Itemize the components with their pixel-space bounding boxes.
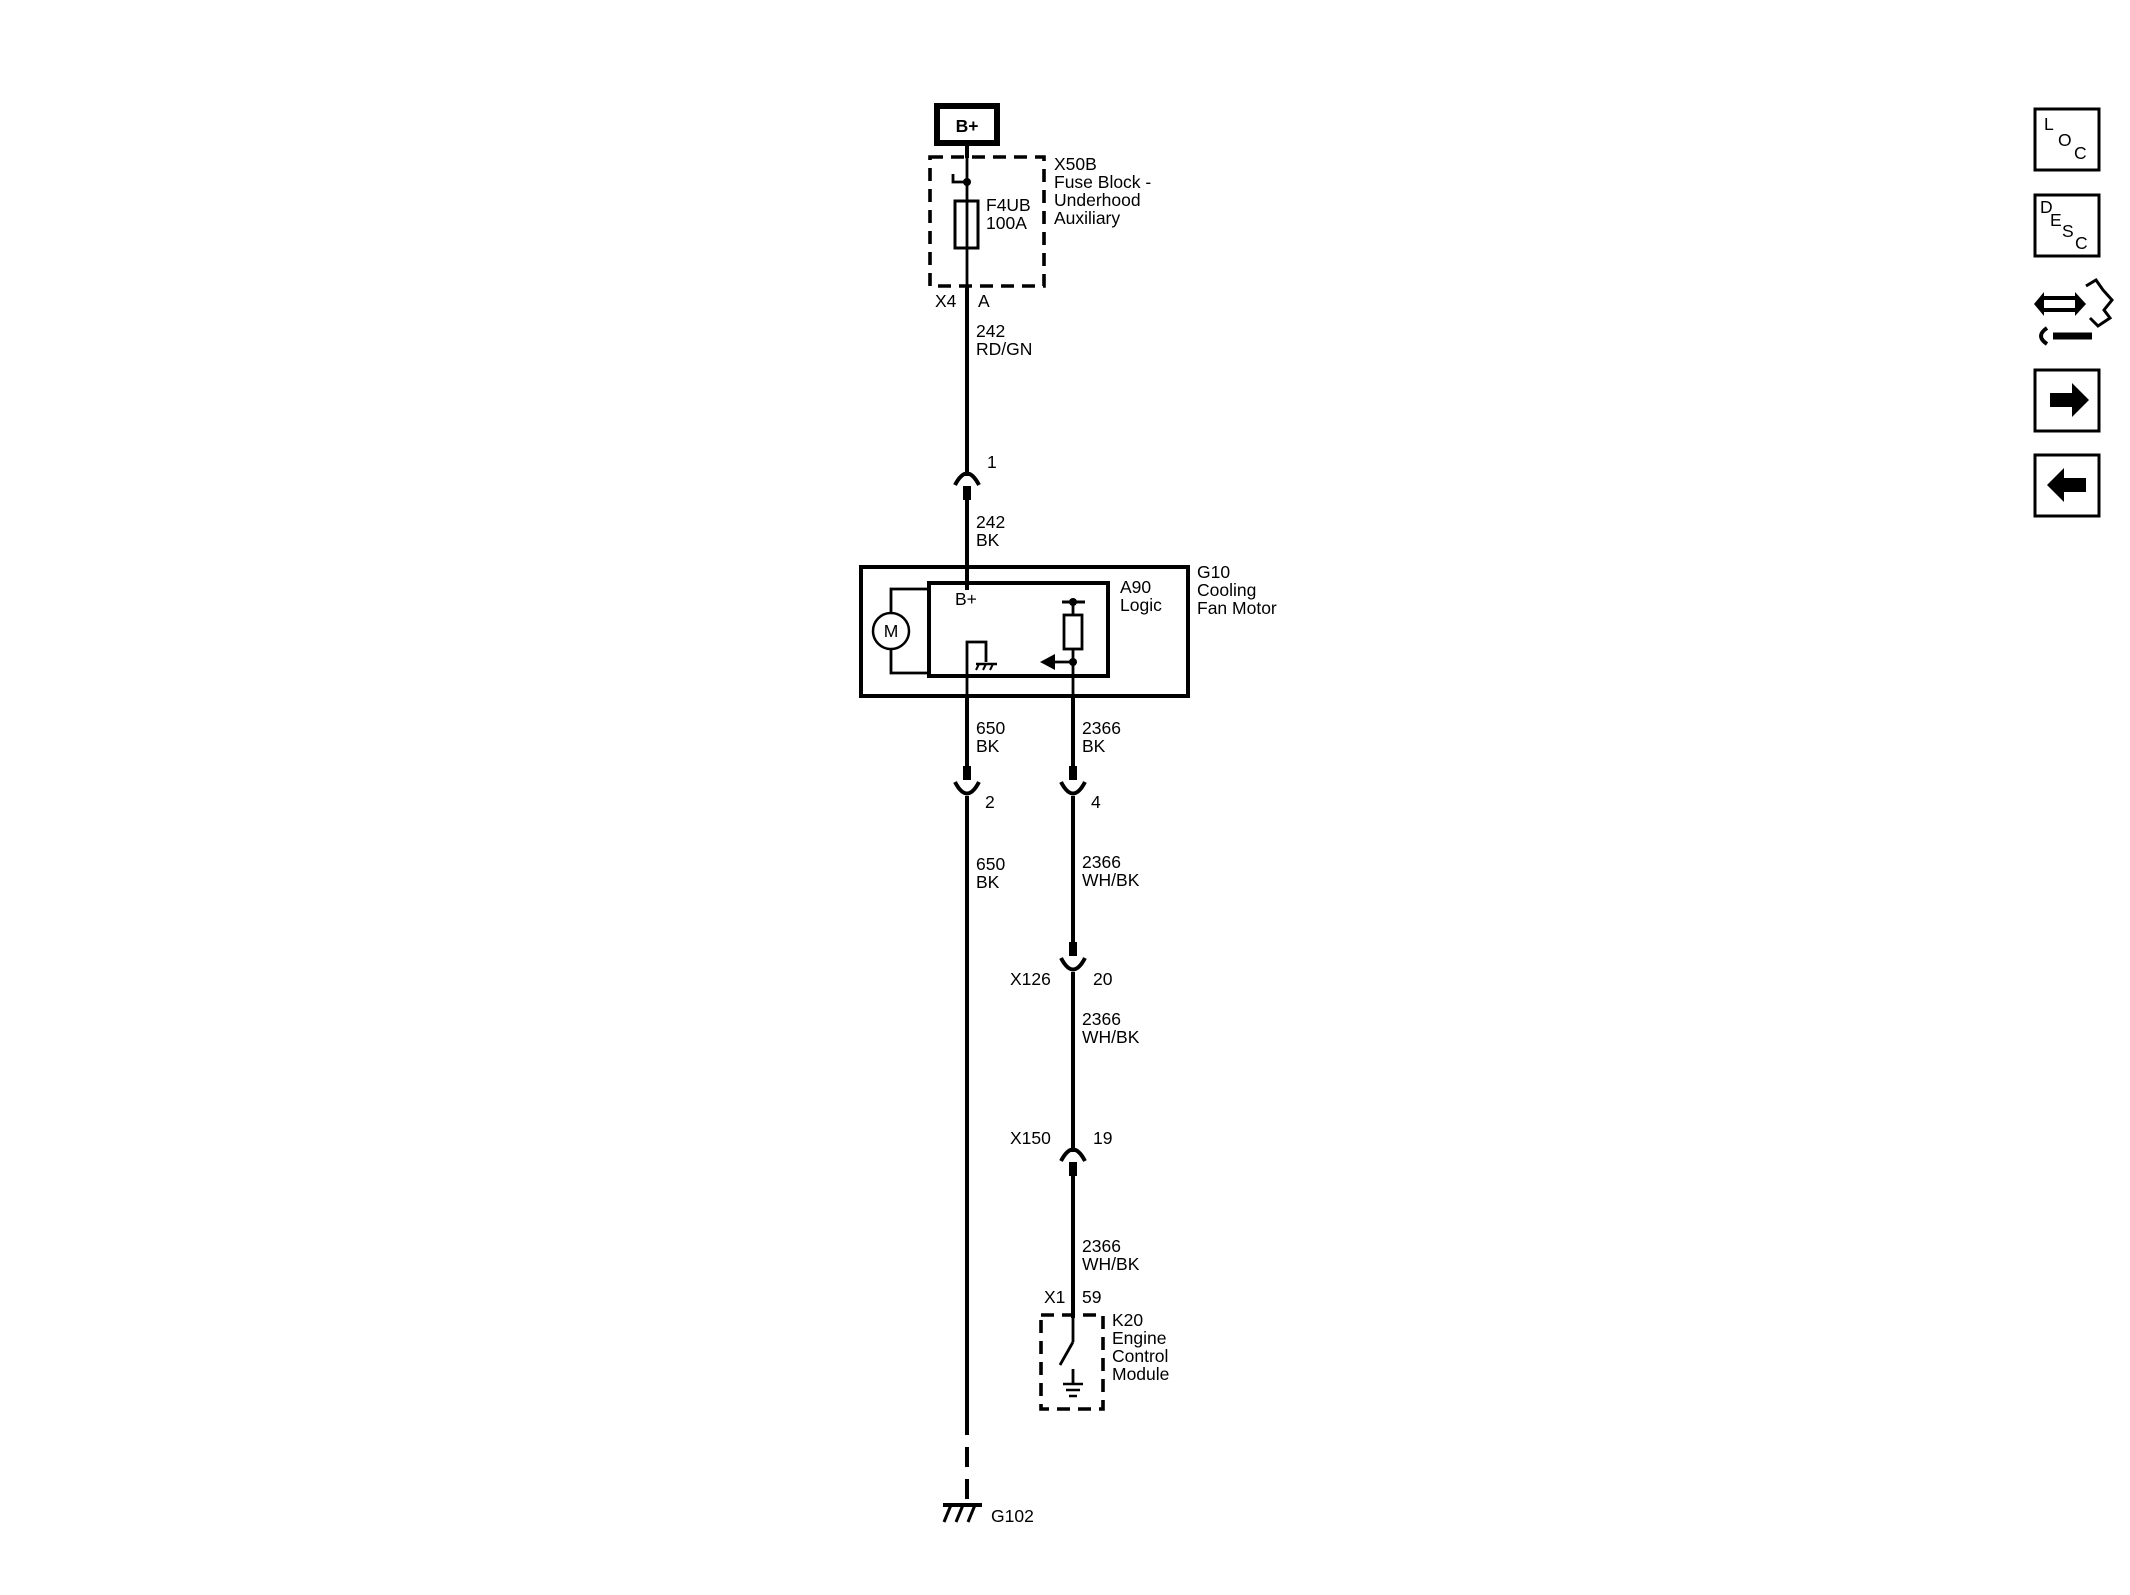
desc-letter-d: D — [2040, 197, 2053, 217]
wire-650-bk-lower-circuit: 650 — [976, 854, 1005, 874]
fan-motor-outline — [859, 565, 1190, 698]
wire-2366-bk-circuit: 2366 — [1082, 718, 1121, 738]
logic-ground-icon — [975, 662, 997, 671]
logic-box-a90 — [927, 581, 1110, 678]
connector-service-icon — [2034, 277, 2114, 346]
wire-242-rdgn-color: RD/GN — [976, 339, 1032, 359]
fan-motor-name-1: Cooling — [1197, 580, 1256, 600]
ecm-connector: X1 — [1044, 1287, 1065, 1307]
next-arrow-icon — [2050, 383, 2089, 417]
logic-supply-label: B+ — [955, 589, 977, 609]
motor-connector-pin-2: 2 — [953, 766, 995, 812]
fuse-block-name-3: Auxiliary — [1054, 208, 1120, 228]
fuse-block-pin: A — [978, 291, 990, 311]
ground-g102: G102 — [942, 1503, 1034, 1526]
fuse-stub — [951, 174, 967, 184]
loc-letter-l: L — [2044, 114, 2054, 134]
wire-2366-whbk-1-circuit: 2366 — [1082, 852, 1121, 872]
input-arrow-icon — [1040, 654, 1055, 670]
motor-connector-pin-1: 1 — [953, 452, 997, 500]
loc-letter-o: O — [2058, 130, 2072, 150]
fuse-id: F4UB — [986, 195, 1031, 215]
pin-4-label: 4 — [1091, 792, 1101, 812]
x150-pin: 19 — [1093, 1128, 1112, 1148]
ecm-ground-icon — [1063, 1382, 1083, 1398]
wire-650-bk-lower-color: BK — [976, 872, 1000, 892]
fuse-rating: 100A — [986, 213, 1027, 233]
previous-arrow-icon — [2047, 468, 2086, 502]
motor-connector-pin-4: 4 — [1059, 766, 1101, 812]
ground-label: G102 — [991, 1506, 1034, 1526]
fuse-block-name-1: Fuse Block - — [1054, 172, 1151, 192]
ecm-pin: 59 — [1082, 1287, 1101, 1307]
inline-connector-x150: X150 19 — [1010, 1128, 1112, 1176]
wire-2366-whbk-3-circuit: 2366 — [1082, 1236, 1121, 1256]
motor-feed — [889, 587, 929, 613]
desc-button[interactable]: D E S C — [2033, 193, 2101, 258]
wire-242-bk-color: BK — [976, 530, 1000, 550]
fuse-block-connector: X4 — [935, 291, 957, 311]
battery-label: B+ — [956, 116, 979, 136]
wire-2366-whbk-2-circuit: 2366 — [1082, 1009, 1121, 1029]
engine-control-module-k20: X1 59 K20 Engine Control Module — [1039, 1287, 1169, 1411]
ecm-name-2: Control — [1112, 1346, 1168, 1366]
pullup-resistor — [1062, 613, 1084, 651]
inline-connector-x126: X126 20 — [1010, 942, 1113, 989]
pin-1-label: 1 — [987, 452, 997, 472]
wire-2366-whbk-3-color: WH/BK — [1082, 1254, 1140, 1274]
loc-letter-c: C — [2074, 143, 2087, 163]
fuse-block-id: X50B — [1054, 154, 1097, 174]
x126-id: X126 — [1010, 969, 1051, 989]
wire-2366-whbk-1-color: WH/BK — [1082, 870, 1140, 890]
previous-page-button[interactable] — [2033, 453, 2101, 518]
wire-650-bk-upper-circuit: 650 — [976, 718, 1005, 738]
desc-letter-s: S — [2062, 221, 2074, 241]
fuse-block-name-2: Underhood — [1054, 190, 1141, 210]
wire-242-rdgn-circuit: 242 — [976, 321, 1005, 341]
ecm-name-3: Module — [1112, 1364, 1169, 1384]
wire-242-bk-circuit: 242 — [976, 512, 1005, 532]
wire-2366-whbk-2-color: WH/BK — [1082, 1027, 1140, 1047]
logic-name: Logic — [1120, 595, 1162, 615]
fan-motor-id: G10 — [1197, 562, 1230, 582]
connector-service-button[interactable] — [2034, 277, 2114, 346]
cooling-fan-motor-g10: M B+ A90 Logic G10 Cooling Fan Motor — [859, 562, 1277, 698]
wire-650-bk-upper-color: BK — [976, 736, 1000, 756]
battery-supply: B+ — [934, 103, 1000, 146]
motor-symbol-label: M — [884, 621, 899, 641]
fuse-block-x50b: F4UB 100A X50B Fuse Block - Underhood Au… — [928, 154, 1151, 311]
ecm-switch — [1058, 1341, 1075, 1366]
loc-icon — [2033, 107, 2101, 172]
loc-button[interactable]: L O C — [2033, 107, 2101, 172]
next-page-button[interactable] — [2033, 368, 2101, 433]
ecm-id: K20 — [1112, 1310, 1143, 1330]
logic-id: A90 — [1120, 577, 1151, 597]
fuse-block-outline — [928, 155, 1046, 288]
pin-2-label: 2 — [985, 792, 995, 812]
logic-ground-path — [965, 640, 988, 696]
x150-id: X150 — [1010, 1128, 1051, 1148]
wire-2366-bk-color: BK — [1082, 736, 1106, 756]
motor-return — [889, 649, 929, 675]
ecm-outline — [1039, 1313, 1105, 1411]
ecm-name-1: Engine — [1112, 1328, 1167, 1348]
x126-pin: 20 — [1093, 969, 1113, 989]
desc-icon — [2033, 193, 2101, 258]
desc-letter-c: C — [2075, 233, 2088, 253]
desc-letter-e: E — [2050, 210, 2062, 230]
fan-motor-name-2: Fan Motor — [1197, 598, 1277, 618]
